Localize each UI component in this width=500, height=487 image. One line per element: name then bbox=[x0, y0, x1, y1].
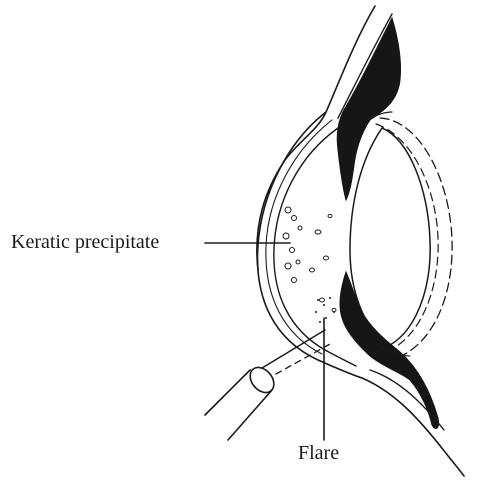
sclera-inner-upper bbox=[337, 13, 393, 119]
slit-lamp-body bbox=[204, 369, 273, 441]
anterior-chamber-cells bbox=[309, 213, 337, 313]
cornea-inner bbox=[273, 127, 357, 367]
sclera-outer-lower bbox=[361, 377, 465, 477]
iris-lower bbox=[339, 270, 439, 429]
keratic-precipitate-label: Keratic precipitate bbox=[11, 231, 160, 253]
flare-stipple bbox=[315, 297, 335, 323]
sclera-inner-lower bbox=[369, 369, 445, 431]
lens-dashed-outer bbox=[379, 117, 453, 361]
flare-label: Flare bbox=[298, 442, 340, 464]
keratic-precipitate-dots bbox=[282, 206, 303, 283]
iris-upper bbox=[336, 16, 401, 202]
cornea-layer bbox=[265, 119, 333, 355]
ciliary-upper bbox=[354, 111, 393, 131]
slit-lamp-beam-upper bbox=[261, 329, 326, 369]
sclera-outer-upper bbox=[256, 5, 376, 271]
ciliary-lower bbox=[371, 341, 411, 357]
cornea-outer bbox=[256, 111, 363, 379]
lens-back bbox=[381, 127, 431, 349]
lens-dashed-inner bbox=[375, 123, 439, 353]
slit-lamp-lens bbox=[249, 366, 275, 394]
